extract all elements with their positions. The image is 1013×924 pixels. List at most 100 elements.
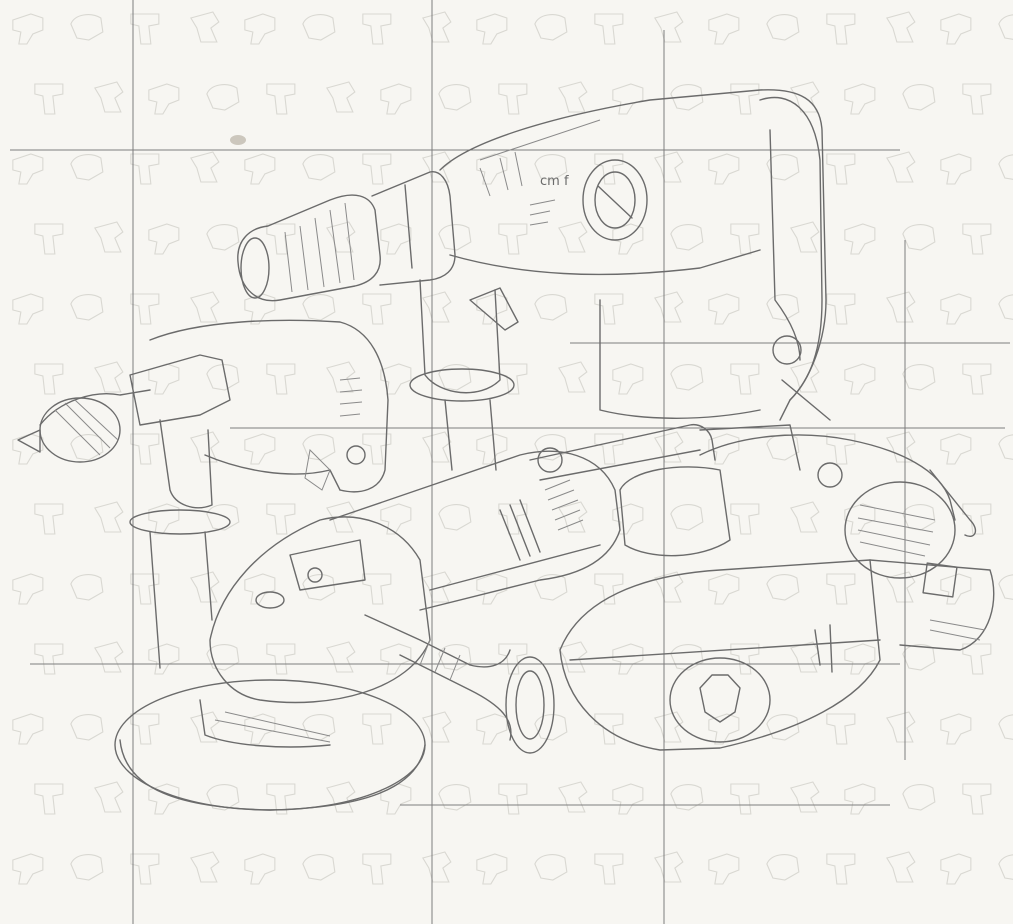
pattern-tool-glyph: [902, 364, 936, 391]
pattern-tool-glyph: [130, 853, 160, 885]
pattern-tool-glyph: [844, 223, 876, 255]
pattern-tool-glyph: [302, 14, 336, 41]
pattern-tool-glyph: [902, 504, 936, 531]
pattern-tool-glyph: [766, 574, 800, 601]
pattern-tool-glyph: [612, 783, 644, 815]
pattern-tool-glyph: [998, 434, 1013, 460]
pattern-tool-glyph: [12, 713, 44, 745]
pattern-tool-glyph: [654, 11, 684, 43]
pattern-tool-glyph: [190, 151, 220, 183]
pattern-tool-glyph: [670, 364, 704, 391]
pattern-tool-glyph: [438, 644, 472, 671]
pattern-tool-glyph: [476, 573, 508, 605]
pattern-tool-glyph: [558, 81, 588, 113]
pattern-tool-glyph: [844, 83, 876, 115]
pattern-tool-glyph: [206, 84, 240, 111]
pattern-tool-glyph: [766, 714, 800, 741]
pattern-tool-glyph: [266, 363, 296, 395]
pattern-tool-glyph: [70, 714, 104, 741]
pattern-tool-glyph: [476, 853, 508, 885]
pattern-tool-glyph: [302, 574, 336, 601]
pattern-tool-glyph: [534, 294, 568, 321]
pattern-tool-glyph: [766, 154, 800, 181]
pattern-tool-glyph: [476, 433, 508, 465]
pattern-tool-glyph: [886, 431, 916, 463]
pattern-tool-glyph: [148, 223, 180, 255]
pattern-tool-glyph: [34, 223, 64, 255]
pattern-tool-glyph: [670, 644, 704, 671]
pattern-tool-glyph: [190, 851, 220, 883]
pattern-tool-glyph: [998, 154, 1013, 180]
pattern-tool-glyph: [708, 13, 740, 45]
pattern-tool-glyph: [998, 854, 1013, 880]
pattern-tool-glyph: [326, 361, 356, 393]
pattern-tool-glyph: [708, 713, 740, 745]
pattern-tool-glyph: [962, 223, 992, 255]
pattern-tool-glyph: [70, 854, 104, 881]
pattern-tool-glyph: [190, 431, 220, 463]
pattern-tool-glyph: [708, 293, 740, 325]
pattern-tool-glyph: [244, 713, 276, 745]
pattern-tool-glyph: [962, 643, 992, 675]
pattern-tool-glyph: [844, 643, 876, 675]
pattern-tool-glyph: [940, 293, 972, 325]
pattern-tool-glyph: [498, 643, 528, 675]
pattern-tool-glyph: [902, 644, 936, 671]
pattern-tool-glyph: [380, 643, 412, 675]
pattern-tool-glyph: [594, 433, 624, 465]
pattern-tool-glyph: [302, 294, 336, 321]
pattern-tool-glyph: [206, 504, 240, 531]
pattern-tool-glyph: [826, 573, 856, 605]
pattern-tool-glyph: [902, 224, 936, 251]
pattern-tool-glyph: [654, 291, 684, 323]
pattern-tool-glyph: [244, 433, 276, 465]
pattern-tool-glyph: [34, 643, 64, 675]
pattern-tool-glyph: [362, 713, 392, 745]
pattern-tool-glyph: [422, 11, 452, 43]
pattern-tool-glyph: [670, 784, 704, 811]
pattern-tool-glyph: [12, 293, 44, 325]
pattern-tool-glyph: [886, 571, 916, 603]
pattern-tool-glyph: [190, 711, 220, 743]
pattern-tool-glyph: [826, 853, 856, 885]
pattern-tool-glyph: [826, 13, 856, 45]
pattern-tool-glyph: [130, 713, 160, 745]
pattern-tool-glyph: [438, 224, 472, 251]
pattern-tool-glyph: [558, 361, 588, 393]
pattern-tool-glyph: [826, 293, 856, 325]
pattern-tool-glyph: [380, 223, 412, 255]
paper-stain: [230, 135, 246, 145]
pattern-tool-glyph: [886, 711, 916, 743]
pattern-tool-glyph: [654, 711, 684, 743]
rotary-hammer: cm f: [237, 89, 831, 471]
pattern-tool-glyph: [790, 221, 820, 253]
pattern-tool-glyph: [730, 503, 760, 535]
pattern-tool-glyph: [498, 783, 528, 815]
pattern-tool-glyph: [34, 503, 64, 535]
pattern-tool-glyph: [94, 81, 124, 113]
pattern-tool-glyph: [886, 11, 916, 43]
pattern-tool-glyph: [94, 641, 124, 673]
pattern-tool-glyph: [148, 783, 180, 815]
pattern-tool-glyph: [148, 83, 180, 115]
pattern-tool-glyph: [302, 854, 336, 881]
pattern-tool-glyph: [422, 291, 452, 323]
pattern-tool-glyph: [902, 784, 936, 811]
pattern-tool-glyph: [422, 431, 452, 463]
pattern-tool-glyph: [998, 714, 1013, 740]
pattern-tool-glyph: [130, 13, 160, 45]
pattern-tool-glyph: [790, 501, 820, 533]
pattern-tool-glyph: [790, 641, 820, 673]
pattern-tool-glyph: [130, 153, 160, 185]
pattern-tool-glyph: [534, 434, 568, 461]
pattern-tool-glyph: [94, 501, 124, 533]
pattern-tool-glyph: [94, 361, 124, 393]
pattern-tool-glyph: [206, 224, 240, 251]
pattern-tool-glyph: [594, 573, 624, 605]
pattern-tool-glyph: [594, 13, 624, 45]
pattern-tool-glyph: [34, 83, 64, 115]
pattern-tool-glyph: [886, 851, 916, 883]
pattern-tool-glyph: [70, 434, 104, 461]
pattern-tool-glyph: [326, 641, 356, 673]
pattern-tool-glyph: [612, 643, 644, 675]
